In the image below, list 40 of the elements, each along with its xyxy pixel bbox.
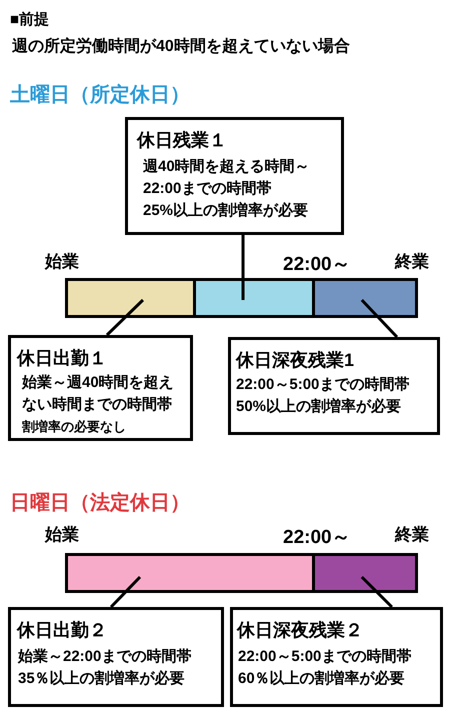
callout-text: 35％以上の割増率が必要 xyxy=(18,668,185,689)
time-label: 22:00～ xyxy=(283,253,351,277)
leader-line xyxy=(360,298,398,338)
time-bar-segment xyxy=(193,278,315,318)
callout-heading: 休日出勤２ xyxy=(17,619,107,642)
callout-heading: 休日深夜残業1 xyxy=(236,349,354,372)
callout-heading: 休日残業１ xyxy=(137,129,227,152)
leader-line xyxy=(242,235,245,300)
callout-text: 60％以上の割増率が必要 xyxy=(238,668,405,689)
time-label: 終業 xyxy=(395,251,429,273)
callout-text: 22:00～5:00までの時間帯 xyxy=(236,375,410,395)
leader-line xyxy=(360,576,393,608)
callout-box xyxy=(228,337,440,435)
callout-text: 22:00～5:00までの時間帯 xyxy=(238,647,412,667)
leader-line xyxy=(110,576,142,608)
callout-heading: 休日深夜残業２ xyxy=(237,619,363,642)
time-label: 始業 xyxy=(45,251,79,273)
callout-text: 割増率の必要なし xyxy=(22,418,126,436)
callout-box xyxy=(8,607,224,707)
time-label: 22:00～ xyxy=(283,526,351,550)
callout-box xyxy=(8,335,193,441)
time-label: 終業 xyxy=(395,524,429,546)
leader-line xyxy=(106,298,144,336)
note-text: 週の所定労働時間が40時間を超えていない場合 xyxy=(12,36,350,57)
time-bar-segment xyxy=(312,278,418,318)
callout-heading: 休日出勤１ xyxy=(17,347,107,370)
time-bar-segment xyxy=(65,278,196,318)
callout-text: 50%以上の割増率が必要 xyxy=(236,396,402,417)
time-label: 始業 xyxy=(45,524,79,546)
callout-text: 25%以上の割増率が必要 xyxy=(143,200,308,221)
section-heading: 日曜日（法定休日） xyxy=(10,490,190,516)
callout-text: 始業～週40時間を超えない時間までの時間帯 xyxy=(22,373,175,415)
callout-box xyxy=(125,117,344,235)
time-bar-segment xyxy=(312,553,418,593)
callout-box xyxy=(230,607,443,707)
section-heading: 土曜日（所定休日） xyxy=(10,82,190,108)
callout-text: 週40時間を超える時間～22:00までの時間帯 xyxy=(143,157,311,199)
callout-text: 始業～22:00までの時間帯 xyxy=(18,647,192,667)
note-heading: ■前提 xyxy=(10,10,50,30)
time-bar-segment xyxy=(65,553,315,593)
